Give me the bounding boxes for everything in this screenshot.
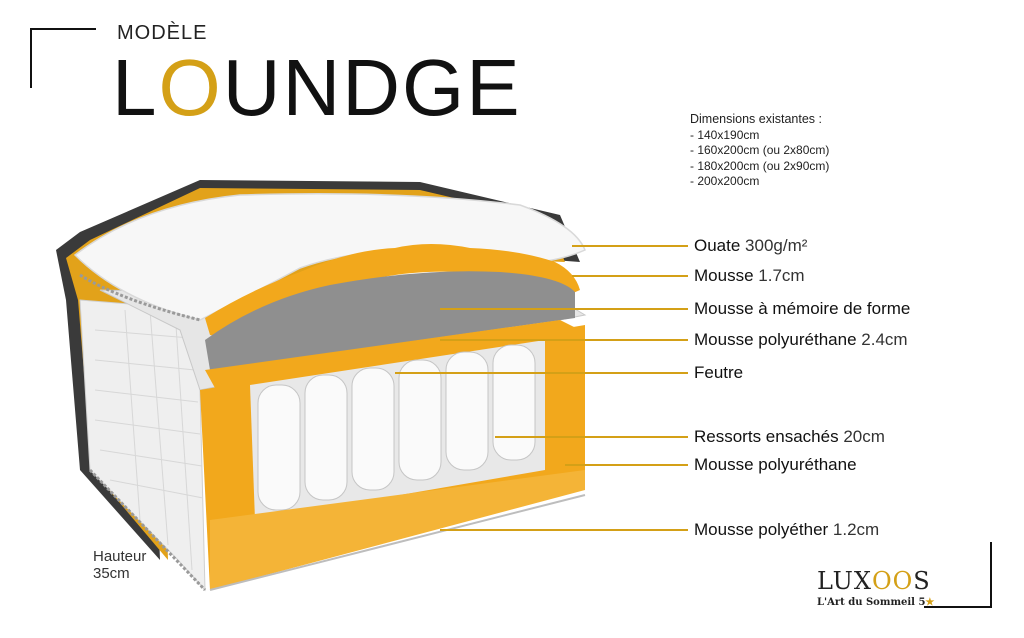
brand-suffix: S	[913, 567, 931, 595]
layer-name: Mousse à mémoire de forme	[694, 299, 911, 318]
model-title: L O UNDGE	[112, 48, 522, 128]
layer-name: Feutre	[694, 363, 744, 382]
foam-wave-layer	[205, 244, 580, 336]
model-subtitle: MODÈLE	[117, 22, 208, 44]
layer-label-feutre: Feutre	[694, 363, 743, 383]
brand-prefix: LUX	[817, 567, 872, 595]
layer-value: 1.2cm	[832, 520, 880, 539]
layer-value: 300g/m²	[745, 236, 808, 255]
layer-name: Mousse polyuréthane	[694, 330, 857, 349]
zipper-edge-bottom	[88, 468, 207, 592]
height-annotation: Hauteur 35cm	[93, 548, 146, 582]
layer-name: Ouate	[694, 236, 741, 255]
star-icon: ★	[925, 597, 935, 608]
layer-name: Mousse polyuréthane	[694, 455, 857, 474]
height-label: Hauteur	[93, 548, 147, 565]
layer-label-polyether: Mousse polyéther 1.2cm	[694, 520, 879, 540]
dimension-item: - 140x190cm	[690, 127, 760, 142]
title-accent: O	[158, 43, 223, 132]
dimensions-block: Dimensions existantes : - 140x190cm - 16…	[690, 112, 829, 190]
dimension-item: - 200x200cm	[690, 174, 760, 188]
brand-wordmark: LUX OO S	[817, 567, 934, 595]
layer-label-polyurethane-frame: Mousse polyuréthane	[694, 455, 857, 475]
zipper-edge-front	[209, 494, 586, 591]
layer-name: Ressorts ensachés	[694, 427, 839, 446]
zipper-edge	[79, 273, 201, 322]
memory-foam-block	[205, 271, 575, 370]
dimension-item: - 180x200cm (ou 2x90cm)	[690, 158, 830, 173]
title-suffix: UNDGE	[222, 43, 522, 132]
layer-name: Mousse	[694, 266, 754, 285]
layer-name: Mousse polyéther	[694, 520, 829, 539]
dimension-item: - 160x200cm (ou 2x80cm)	[690, 143, 830, 157]
layer-label-ouate: Ouate 300g/m²	[694, 236, 807, 256]
title-prefix: L	[112, 43, 159, 132]
polyether-bottom-foam	[210, 470, 585, 590]
polyurethane-top-foam	[205, 320, 580, 388]
dimensions-title: Dimensions existantes :	[690, 112, 823, 126]
layer-label-polyurethane-top: Mousse polyuréthane 2.4cm	[694, 330, 908, 350]
quilt-lines	[94, 309, 204, 571]
corner-bracket-bottom-right	[924, 542, 992, 608]
brand-accent: OO	[871, 567, 914, 595]
corner-bracket-top-left	[30, 28, 96, 88]
leader-lines	[395, 245, 688, 531]
brand-tagline: L'Art du Sommeil 5★	[817, 597, 934, 608]
layer-label-memory-foam: Mousse à mémoire de forme	[694, 299, 910, 319]
brand-logo: LUX OO S L'Art du Sommeil 5★	[817, 567, 934, 608]
height-value: 35cm	[93, 565, 130, 582]
layer-value: 2.4cm	[861, 330, 908, 349]
layer-label-mousse: Mousse 1.7cm	[694, 266, 805, 286]
layer-value: 20cm	[843, 427, 885, 446]
layer-value: 1.7cm	[758, 266, 805, 285]
tagline-text: L'Art du Sommeil 5	[817, 597, 926, 608]
layer-label-springs: Ressorts ensachés 20cm	[694, 427, 885, 447]
